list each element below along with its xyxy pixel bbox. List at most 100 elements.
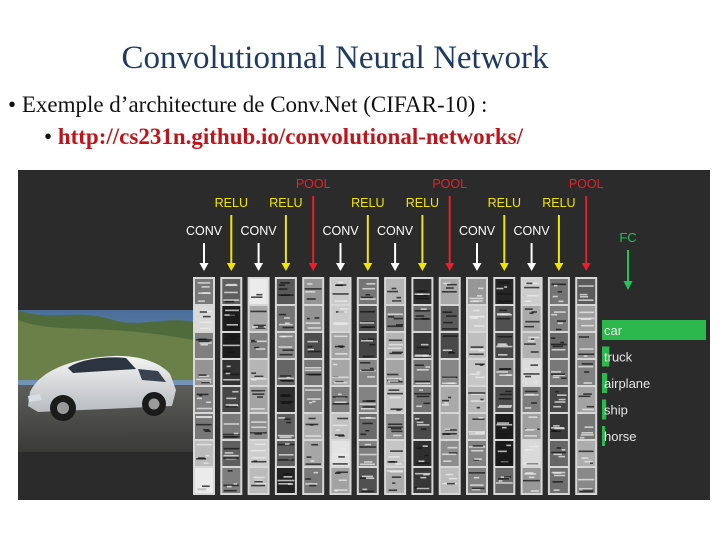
column-frame	[411, 277, 434, 495]
activation-texture	[396, 409, 401, 411]
activation-map	[195, 279, 213, 304]
activation-texture	[223, 423, 240, 425]
column-frame	[302, 277, 325, 495]
activation-texture	[474, 325, 485, 327]
cs231n-link[interactable]: http://cs231n.github.io/convolutional-ne…	[57, 124, 523, 149]
activation-texture	[223, 489, 237, 492]
activation-texture	[282, 326, 294, 329]
activation-texture	[475, 432, 485, 434]
activation-texture	[474, 458, 482, 460]
activation-texture	[416, 487, 430, 490]
activation-texture	[279, 436, 292, 439]
activation-texture	[393, 317, 403, 320]
activation-texture	[387, 461, 398, 463]
activation-texture	[389, 470, 404, 473]
activation-texture	[196, 416, 212, 419]
activation-map	[331, 360, 350, 385]
activation-texture	[224, 314, 235, 316]
activation-texture	[278, 288, 288, 290]
activation-texture	[445, 287, 454, 289]
activation-texture	[469, 348, 485, 351]
activation-texture	[498, 461, 512, 464]
layer-label: POOL	[432, 177, 467, 191]
layer-label: RELU	[488, 196, 521, 210]
activation-texture	[361, 369, 375, 372]
activation-texture	[532, 381, 538, 383]
activation-texture	[420, 343, 429, 346]
activation-texture	[197, 300, 205, 302]
activation-texture	[255, 376, 264, 379]
activation-texture	[583, 393, 592, 395]
activation-map	[195, 387, 213, 412]
activation-texture	[522, 479, 540, 482]
activation-texture	[333, 322, 349, 324]
activation-texture	[387, 325, 403, 328]
activation-texture	[338, 281, 344, 284]
activation-texture	[557, 290, 562, 293]
activation-texture	[360, 417, 376, 419]
activation-texture	[579, 295, 589, 298]
activation-texture	[473, 476, 480, 479]
activation-map	[440, 360, 459, 385]
activation-texture	[360, 339, 373, 342]
layer-label: CONV	[459, 224, 496, 238]
activation-texture	[304, 288, 322, 290]
activation-texture	[306, 456, 312, 458]
layer-arrow-head	[199, 263, 209, 271]
activation-texture	[250, 340, 267, 343]
activation-texture	[307, 283, 313, 285]
activation-map	[358, 360, 377, 385]
activation-texture	[480, 398, 484, 401]
activation-texture	[392, 482, 396, 484]
activation-texture	[203, 462, 209, 464]
activation-texture	[362, 338, 366, 341]
bullet-text: Exemple d’architecture de Conv.Net (CIFA…	[21, 92, 488, 117]
activation-texture	[254, 443, 266, 446]
column-frame	[356, 277, 379, 495]
activation-texture	[334, 401, 347, 404]
activation-texture	[255, 327, 266, 329]
activation-texture	[391, 430, 403, 433]
activation-texture	[496, 287, 504, 290]
activation-map	[440, 333, 459, 358]
activation-texture	[196, 393, 209, 396]
activation-texture	[230, 337, 236, 340]
activation-texture	[335, 429, 341, 431]
activation-texture	[307, 348, 314, 351]
activation-texture	[279, 353, 293, 356]
activation-texture	[524, 435, 537, 437]
class-label: horse	[604, 429, 637, 444]
activation-texture	[198, 374, 207, 376]
activation-column	[466, 277, 488, 495]
convnet-diagram: CONVRELUCONVRELUPOOLCONVRELUCONVRELUPOOL…	[18, 177, 706, 495]
activation-texture	[471, 487, 485, 490]
activation-column	[193, 277, 215, 495]
activation-texture	[414, 486, 429, 489]
activation-map	[249, 279, 268, 304]
activation-texture	[558, 300, 564, 303]
class-label: truck	[604, 350, 633, 365]
activation-texture	[308, 417, 316, 420]
activation-texture	[251, 372, 257, 374]
activation-texture	[479, 364, 484, 366]
activation-texture	[531, 402, 537, 404]
activation-texture	[197, 488, 209, 491]
activation-texture	[442, 433, 451, 435]
activation-texture	[223, 378, 240, 381]
activation-texture	[387, 373, 399, 376]
activation-texture	[416, 424, 430, 426]
activation-texture	[387, 313, 403, 316]
activation-texture	[198, 292, 211, 294]
activation-texture	[306, 317, 310, 320]
activation-texture	[362, 422, 373, 425]
activation-texture	[578, 336, 590, 338]
layer-arrow-head	[308, 263, 318, 271]
activation-texture	[198, 375, 210, 377]
activation-texture	[524, 368, 529, 370]
activation-map	[249, 387, 268, 412]
activation-map	[549, 468, 568, 493]
activation-texture	[204, 474, 212, 476]
activation-texture	[284, 418, 291, 420]
activation-texture	[365, 477, 375, 480]
activation-texture	[224, 300, 235, 303]
